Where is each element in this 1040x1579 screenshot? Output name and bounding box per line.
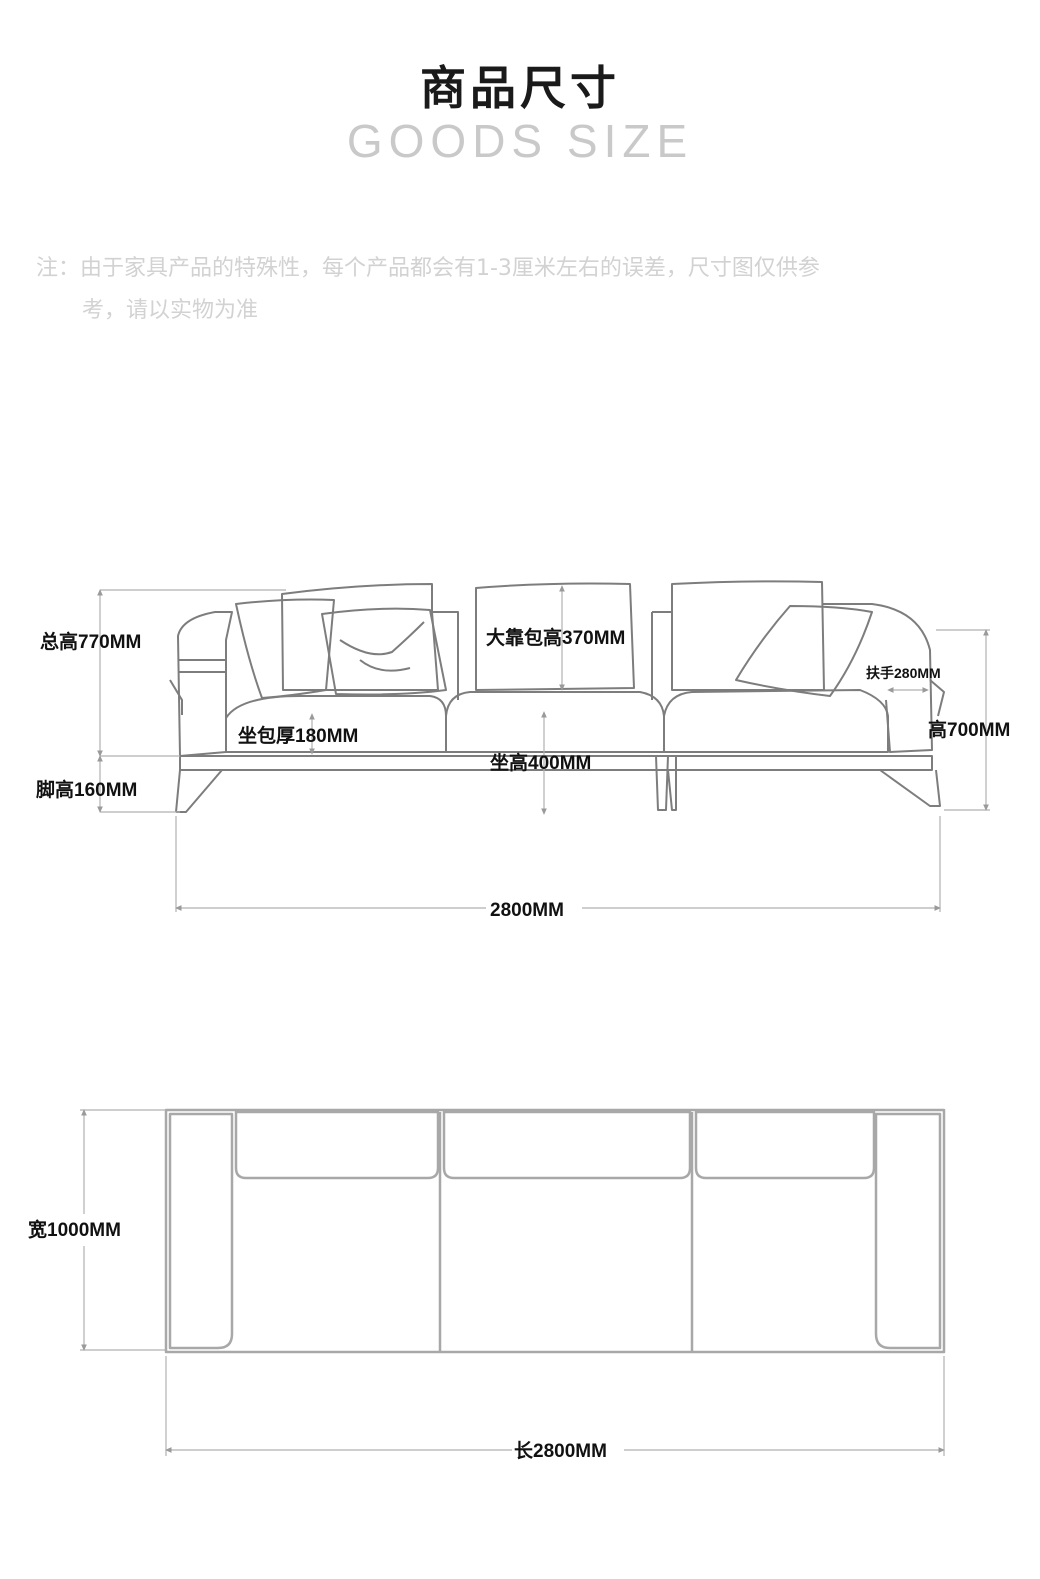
seat-cushion-right bbox=[663, 689, 889, 753]
pillow-left-b-fold bbox=[339, 621, 425, 672]
top-back-left bbox=[234, 1110, 440, 1180]
pillow-left-a bbox=[235, 598, 335, 699]
note-line-2: 考，请以实物为准 bbox=[82, 298, 259, 323]
label-overall-length: 2800MM bbox=[490, 900, 564, 921]
seat-cushion-middle bbox=[445, 691, 665, 753]
leg-center bbox=[655, 755, 677, 811]
front-dimension-lines bbox=[97, 585, 990, 912]
leg-left bbox=[175, 769, 223, 813]
label-width: 宽1000MM bbox=[28, 1218, 121, 1241]
top-back-middle bbox=[442, 1110, 692, 1180]
label-seat-cushion-thickness: 坐包厚180MM bbox=[238, 724, 358, 747]
back-panel-left bbox=[432, 611, 459, 700]
note-line-1: 注：由于家具产品的特殊性，每个产品都会有1-3厘米左右的误差，尺寸图仅供参 bbox=[36, 256, 820, 281]
page-title: 商品尺寸 bbox=[420, 61, 620, 115]
back-panel-right bbox=[651, 611, 672, 700]
sofa-top-view bbox=[164, 1108, 946, 1354]
right-armrest bbox=[822, 603, 933, 753]
top-outline bbox=[164, 1108, 946, 1354]
leg-right bbox=[879, 769, 941, 807]
base-rail bbox=[179, 755, 933, 771]
top-back-right bbox=[694, 1110, 876, 1180]
left-armrest bbox=[177, 611, 233, 757]
label-seat-height: 坐高400MM bbox=[490, 751, 591, 774]
left-arm-band bbox=[178, 659, 226, 673]
disclaimer-note: 注：由于家具产品的特殊性，每个产品都会有1-3厘米左右的误差，尺寸图仅供参 考，… bbox=[36, 248, 976, 332]
right-arm-cap bbox=[929, 679, 945, 717]
label-leg-height: 脚高160MM bbox=[36, 778, 137, 801]
label-total-height: 总高770MM bbox=[40, 630, 141, 653]
pillow-right bbox=[735, 605, 873, 697]
label-armrest-height: 高700MM bbox=[928, 718, 1010, 741]
label-length: 长2800MM bbox=[514, 1440, 607, 1462]
back-cushion-left bbox=[281, 583, 439, 691]
top-left-arm bbox=[168, 1112, 234, 1350]
top-right-arm bbox=[874, 1112, 942, 1350]
back-cushion-middle bbox=[475, 582, 635, 691]
left-arm-cap bbox=[169, 679, 183, 715]
label-armrest-width: 扶手280MM bbox=[866, 665, 941, 681]
top-dimension-lines bbox=[80, 1109, 945, 1456]
back-cushion-right bbox=[671, 580, 825, 691]
label-back-cushion-height: 大靠包高370MM bbox=[486, 626, 625, 649]
page-subtitle: GOODS SIZE bbox=[346, 115, 694, 167]
pillow-left-b bbox=[321, 607, 447, 696]
sofa-front-view bbox=[169, 580, 945, 813]
